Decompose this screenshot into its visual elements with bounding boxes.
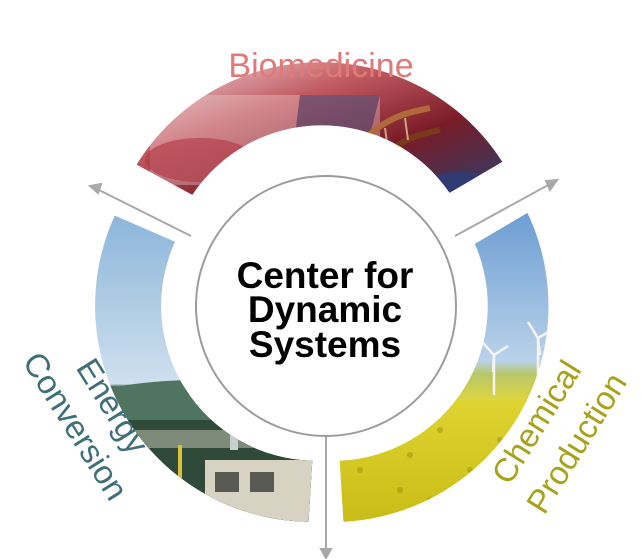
connector-arrows — [87, 178, 560, 559]
center-title: Center for Dynamic Systems — [237, 255, 414, 365]
center-title-line-2: Dynamic — [248, 289, 402, 330]
center-title-line-1: Center for — [237, 255, 414, 296]
center-title-line-3: Systems — [249, 324, 401, 365]
center-circle — [195, 175, 457, 437]
biomedicine-label: Biomedicine — [228, 47, 413, 85]
